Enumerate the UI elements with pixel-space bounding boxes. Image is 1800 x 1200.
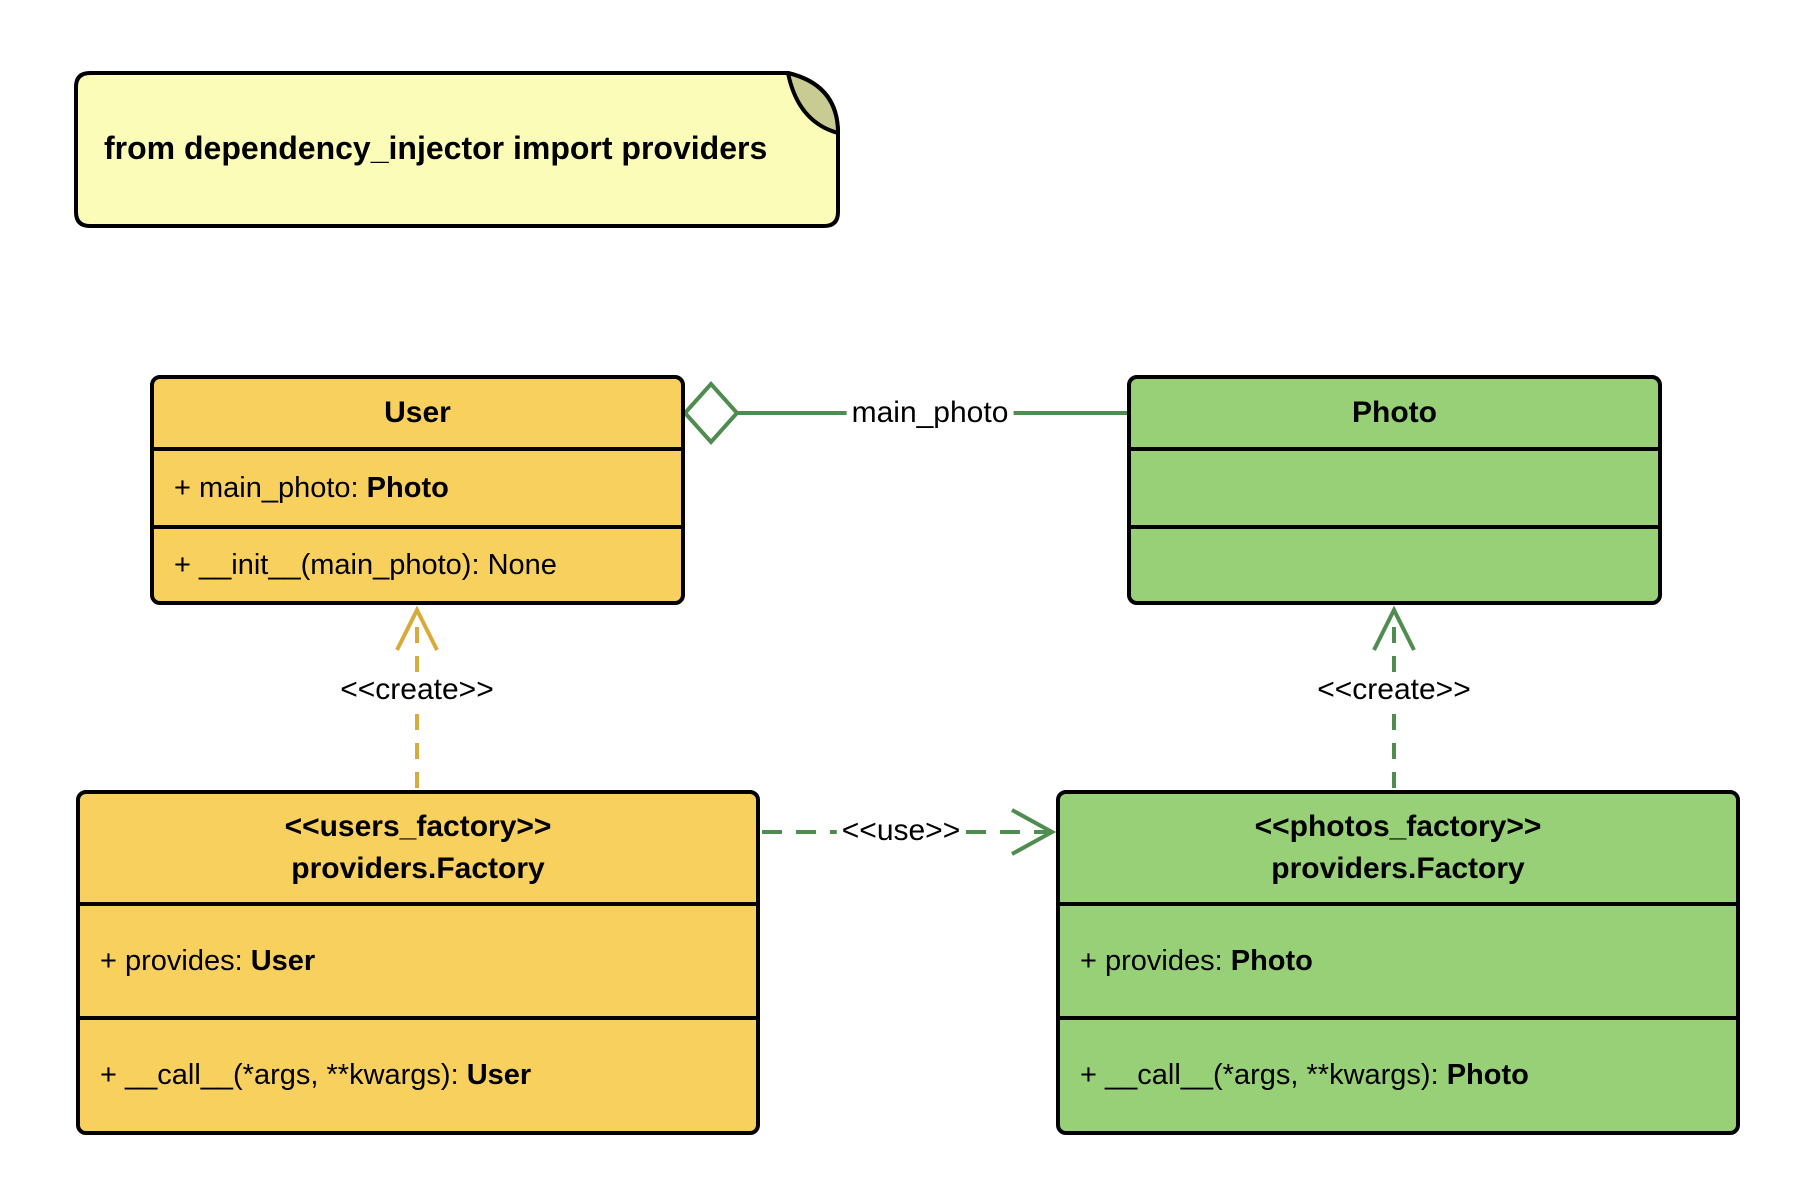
class-photo: Photo	[1127, 375, 1662, 605]
class-photo-name: Photo	[1352, 396, 1437, 429]
method-text: + __call__(*args, **kwargs): User	[100, 1059, 531, 1092]
class-photos-factory-methods: + __call__(*args, **kwargs): Photo	[1060, 1016, 1736, 1131]
class-photos-factory: <<photos_factory>> providers.Factory + p…	[1056, 790, 1740, 1135]
class-photo-attributes	[1131, 447, 1658, 525]
method-plain: + __call__(*args, **kwargs):	[100, 1059, 467, 1091]
attribute-plain: + main_photo:	[174, 471, 367, 504]
class-photo-methods	[1131, 525, 1658, 601]
attribute-text: + provides: Photo	[1080, 945, 1313, 978]
attribute-type: Photo	[366, 471, 449, 504]
create-user-label: <<create>>	[335, 673, 499, 707]
method-type: User	[466, 1059, 532, 1091]
class-users-factory-attributes: + provides: User	[80, 902, 756, 1016]
use-arrowhead-icon	[1011, 808, 1057, 856]
note-fold-icon	[786, 71, 840, 135]
attribute-text: + provides: User	[100, 945, 315, 978]
create-photo-arrowhead-icon	[1372, 605, 1416, 651]
attribute-plain: + provides:	[1080, 944, 1231, 977]
method-plain: + __init__(main_photo): None	[174, 548, 557, 581]
attribute-plain: + provides:	[100, 944, 251, 977]
class-users-factory-name: providers.Factory	[291, 852, 545, 885]
create-photo-label: <<create>>	[1312, 673, 1476, 707]
method-type: Photo	[1446, 1059, 1529, 1091]
create-user-arrowhead-icon	[395, 605, 439, 651]
class-user: User + main_photo: Photo + __init__(main…	[150, 375, 685, 605]
class-photos-factory-name: providers.Factory	[1271, 852, 1525, 885]
class-users-factory-title: <<users_factory>> providers.Factory	[80, 794, 756, 902]
class-users-factory: <<users_factory>> providers.Factory + pr…	[76, 790, 760, 1135]
aggregation-label: main_photo	[846, 396, 1014, 430]
method-text: + __init__(main_photo): None	[174, 549, 557, 582]
class-photos-factory-attributes: + provides: Photo	[1060, 902, 1736, 1016]
class-users-factory-stereotype: <<users_factory>>	[284, 810, 552, 843]
method-text: + __call__(*args, **kwargs): Photo	[1080, 1059, 1529, 1092]
use-label: <<use>>	[836, 814, 966, 848]
class-user-title: User	[154, 379, 681, 447]
class-user-name: User	[384, 396, 451, 429]
attribute-type: Photo	[1230, 944, 1313, 977]
class-photos-factory-title: <<photos_factory>> providers.Factory	[1060, 794, 1736, 902]
class-users-factory-methods: + __call__(*args, **kwargs): User	[80, 1016, 756, 1131]
attribute-type: User	[250, 944, 316, 977]
class-user-attributes: + main_photo: Photo	[154, 447, 681, 525]
note-text: from dependency_injector import provider…	[104, 130, 768, 167]
attribute-text: + main_photo: Photo	[174, 472, 449, 505]
class-photos-factory-stereotype: <<photos_factory>>	[1254, 810, 1542, 843]
aggregation-diamond-icon	[682, 381, 740, 445]
class-photo-title: Photo	[1131, 379, 1658, 447]
method-plain: + __call__(*args, **kwargs):	[1080, 1059, 1447, 1091]
class-user-methods: + __init__(main_photo): None	[154, 525, 681, 601]
